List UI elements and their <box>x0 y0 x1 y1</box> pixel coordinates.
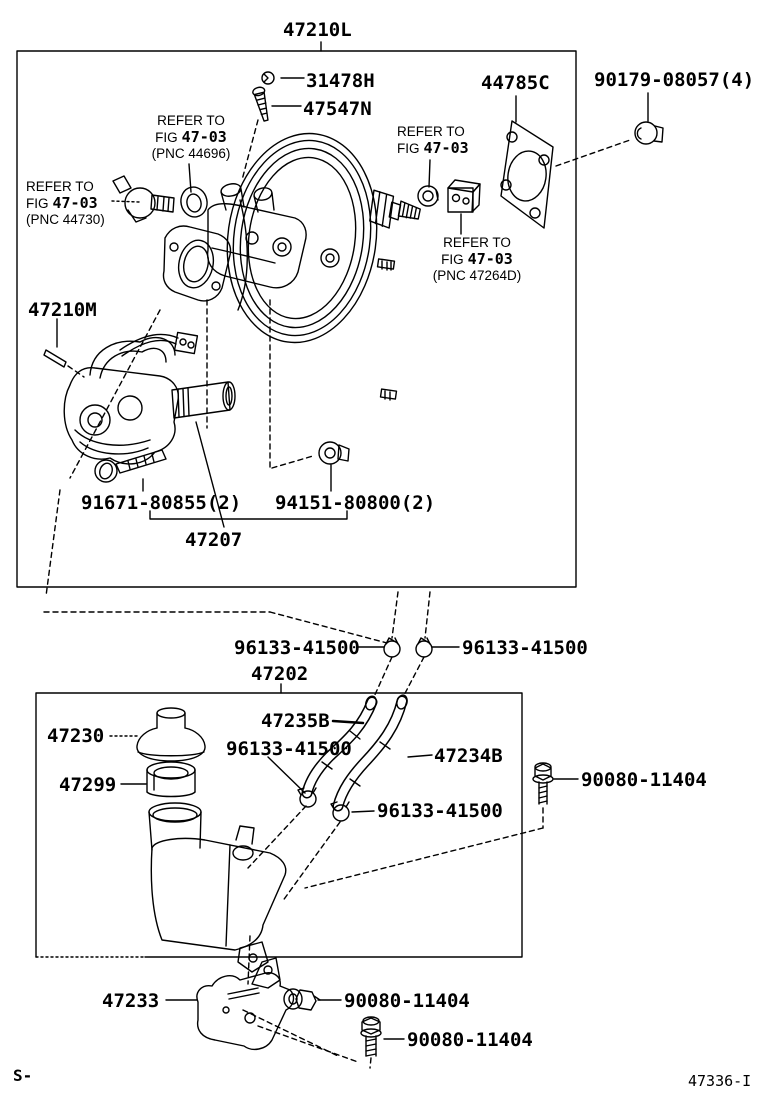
ref-note-pnc-line: (PNC 44730) <box>26 212 105 227</box>
part-label-91671-80855: 91671-80855(2) <box>81 492 242 514</box>
part-label-90080-lower: 90080-11404 <box>407 1029 533 1051</box>
part-label-96133-mid: 96133-41500 <box>226 738 352 760</box>
part-label-47207: 47207 <box>185 529 243 551</box>
reservoir-tank-drawing <box>149 803 286 972</box>
bracket-47233-drawing <box>197 958 294 1049</box>
clamp-bracket-drawing <box>448 180 480 212</box>
part-label-96133-low: 96133-41500 <box>377 800 503 822</box>
part-label-47547N: 47547N <box>303 98 372 120</box>
grommet-drawing <box>178 185 210 220</box>
elbow-fitting-drawing <box>113 176 174 222</box>
part-label-47202: 47202 <box>251 663 309 685</box>
part-label-47233: 47233 <box>102 990 160 1012</box>
pushrod-drawing <box>369 190 421 231</box>
rod-nut-drawing <box>418 186 438 206</box>
ref-note-line1: REFER TO <box>26 179 94 194</box>
reservoir-cap-drawing <box>137 708 205 761</box>
bolt-90080c-drawing <box>361 1017 381 1056</box>
bolt-90080a-drawing <box>533 763 553 804</box>
pushrod-nut-drawing <box>319 442 349 464</box>
outer-nut-drawing <box>635 122 663 144</box>
lower-assembly-box <box>36 684 522 957</box>
ref-note-pnc-line: (PNC 44696) <box>151 146 231 161</box>
part-label-47210L: 47210L <box>283 19 352 41</box>
bleeder-screw-drawing <box>252 86 272 122</box>
master-cylinder-drawing <box>208 182 306 288</box>
footer-left-code: S- <box>13 1066 33 1085</box>
part-label-96133-top-left: 96133-41500 <box>234 637 360 659</box>
brake-booster-drawing <box>214 124 390 353</box>
part-label-47235B: 47235B <box>261 710 330 732</box>
part-label-47230: 47230 <box>47 725 105 747</box>
part-label-96133-top-right: 96133-41500 <box>462 637 588 659</box>
footer-figure-code: 47336-I <box>688 1072 752 1090</box>
hose-47235B-drawing <box>307 695 378 793</box>
part-label-94151-80800: 94151-80800(2) <box>275 492 436 514</box>
ref-note-line1: REFER TO <box>397 124 465 139</box>
upper-assembly-box <box>17 42 576 587</box>
gasket-drawing <box>501 121 553 228</box>
mounting-studs-drawing <box>378 259 397 400</box>
part-label-90080-right: 90080-11404 <box>581 769 707 791</box>
dashed-links <box>44 120 630 1068</box>
actuator-assembly-drawing <box>44 332 235 464</box>
part-label-47210M: 47210M <box>28 299 97 321</box>
ref-note-line1: REFER TO <box>157 113 225 128</box>
upper-leader-lines <box>57 78 648 736</box>
cylinder-flange-drawing <box>163 226 230 301</box>
part-label-90080-bracket: 90080-11404 <box>344 990 470 1012</box>
part-label-90179-08057: 90179-08057(4) <box>594 69 755 91</box>
ref-note-pnc-line: (PNC 47264D) <box>432 268 522 283</box>
ref-note-line1: REFER TO <box>443 235 511 250</box>
clip-31478-drawing <box>262 72 274 84</box>
hose-47234B-drawing <box>338 694 409 806</box>
lower-leader-lines <box>121 647 578 1039</box>
part-label-31478H: 31478H <box>306 70 375 92</box>
part-label-47299: 47299 <box>59 774 117 796</box>
part-label-47234B: 47234B <box>434 745 503 767</box>
hose-clip-drawings <box>298 638 432 821</box>
mount-bolt-drawing <box>95 450 166 482</box>
reservoir-float-drawing <box>147 762 195 797</box>
part-label-44785C: 44785C <box>481 72 550 94</box>
